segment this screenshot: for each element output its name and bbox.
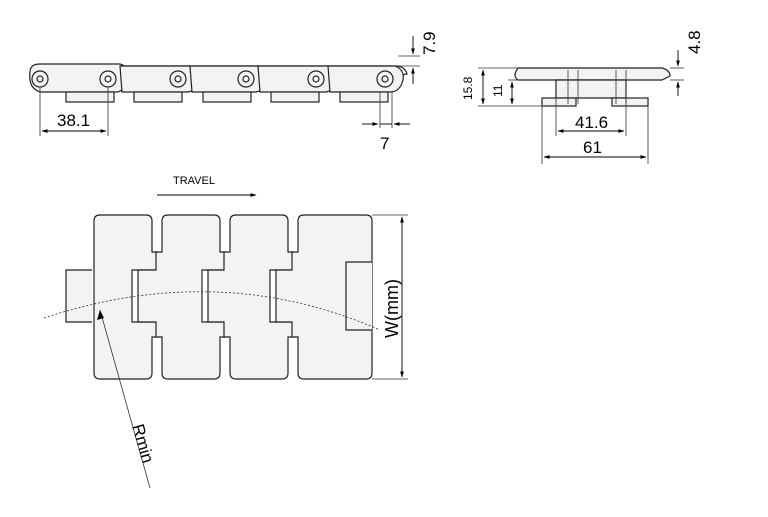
width-label: W(mm) <box>382 279 402 338</box>
plan-plates <box>93 214 373 380</box>
end-top-plate <box>514 67 671 81</box>
plan-view: TRAVEL W(mm) Rmin <box>43 175 408 489</box>
top-height-label: 7.9 <box>420 31 439 55</box>
radius-label: Rmin <box>128 422 157 465</box>
end-view: 15.8 11 4.8 41.6 61 <box>461 30 704 164</box>
radius-leader <box>99 309 151 489</box>
tab-width-label: 7 <box>380 134 389 153</box>
side-view: 38.1 7 7.9 <box>29 31 439 153</box>
pitch-label: 38.1 <box>57 111 90 130</box>
total-height-label: 15.8 <box>461 76 475 100</box>
inner-width-label: 41.6 <box>575 113 608 132</box>
side-links <box>29 63 404 103</box>
body-height-label: 11 <box>491 84 505 97</box>
travel-label: TRAVEL <box>173 175 215 187</box>
plan-left-nub <box>65 269 92 323</box>
outer-width-label: 61 <box>583 138 602 157</box>
thickness-label: 4.8 <box>685 30 704 54</box>
side-pins <box>31 70 394 88</box>
